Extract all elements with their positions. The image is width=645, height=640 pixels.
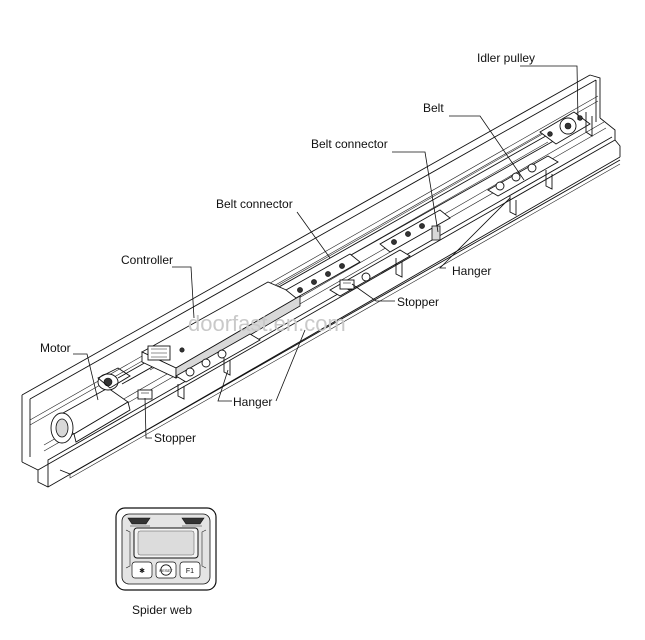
hanger-right <box>487 155 559 216</box>
f1-key: F1 <box>186 568 194 575</box>
label-controller: Controller <box>121 253 173 267</box>
idler-pulley <box>539 111 593 145</box>
label-belt: Belt <box>423 101 444 115</box>
label-hanger-left: Hanger <box>233 395 272 409</box>
stopper-right <box>339 279 355 290</box>
label-spider-web: Spider web <box>132 603 192 617</box>
hanger-left <box>175 333 261 400</box>
spider-web-panel <box>115 507 217 591</box>
stopper-left <box>137 389 153 400</box>
reset-key: RESET <box>159 568 173 573</box>
motor <box>50 367 131 444</box>
label-stopper-left: Stopper <box>154 431 196 445</box>
label-idler-pulley: Idler pulley <box>477 51 535 65</box>
controller-box <box>141 281 301 379</box>
belt-connector-upper <box>379 209 451 253</box>
label-stopper-right: Stopper <box>397 295 439 309</box>
label-belt-connector-lower: Belt connector <box>216 197 293 211</box>
label-motor: Motor <box>40 341 71 355</box>
label-hanger-right: Hanger <box>452 264 491 278</box>
leader-lines <box>73 65 579 439</box>
watermark: doorfast.en.com <box>188 311 346 336</box>
belt-connector-lower <box>285 253 361 299</box>
label-belt-connector-upper: Belt connector <box>311 137 388 151</box>
snowflake-key: ✱ <box>139 567 145 575</box>
